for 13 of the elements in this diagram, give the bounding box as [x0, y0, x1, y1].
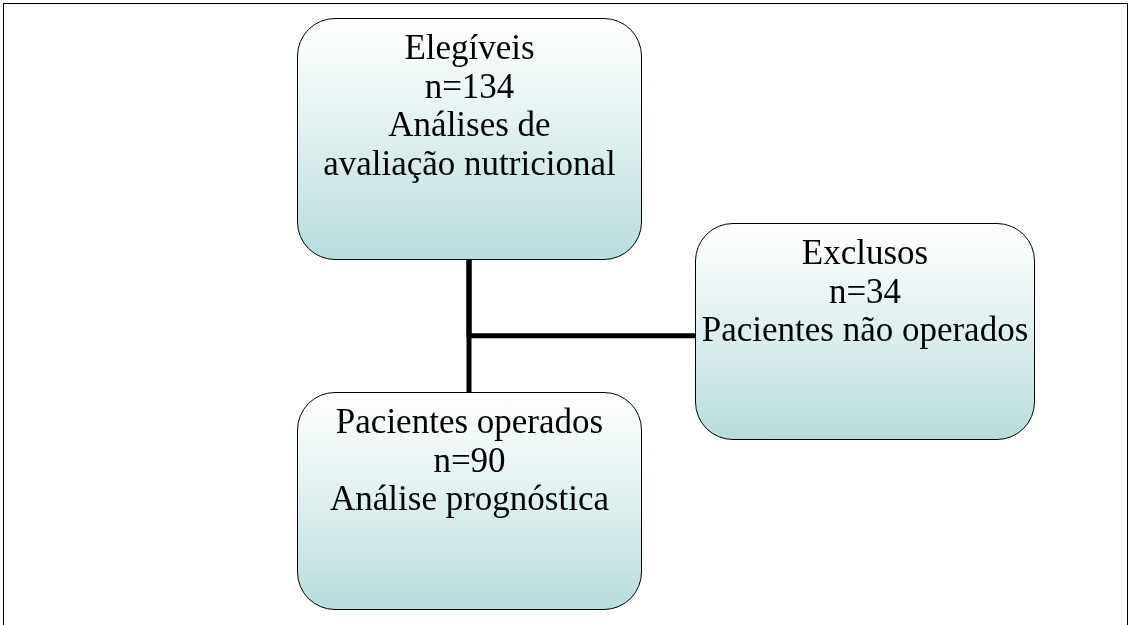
box-text: Pacientes não operados [701, 311, 1029, 350]
box-text: n=90 [433, 441, 506, 480]
box-text: Exclusos [801, 234, 929, 273]
connector-line [466, 260, 472, 392]
box-text: Elegíveis [404, 29, 535, 68]
box-text: Análise prognóstica [330, 480, 609, 519]
rounded-box [695, 223, 1035, 440]
box-text: n=34 [828, 272, 902, 311]
box-text: Análises de avaliação nutricional [322, 106, 617, 183]
rounded-box [297, 392, 642, 610]
box-text: Pacientes operados [335, 403, 604, 442]
rounded-box [297, 18, 642, 260]
box-text: n=134 [424, 67, 515, 106]
